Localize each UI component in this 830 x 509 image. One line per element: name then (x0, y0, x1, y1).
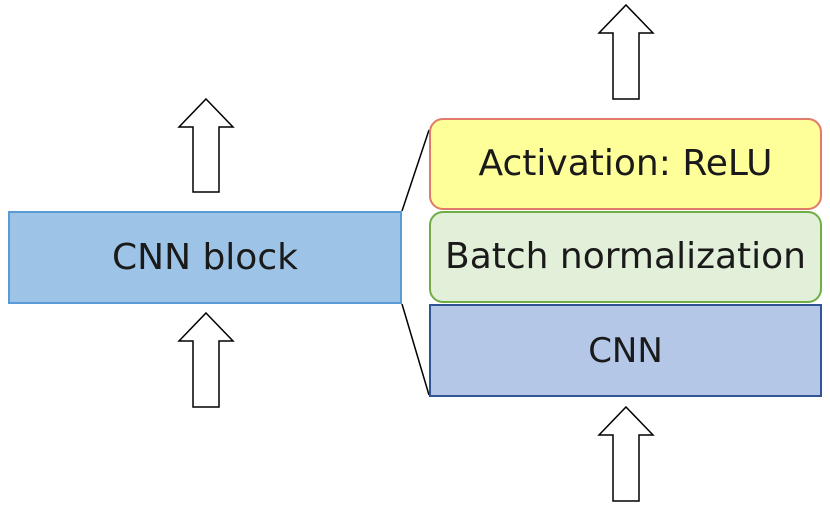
arrow-up-icon-left-output (177, 97, 235, 193)
activation-relu-layer: Activation: ReLU (429, 118, 822, 210)
cnn-layer-label: CNN (588, 330, 663, 371)
arrow-up-icon-left-input (177, 311, 235, 408)
arrow-up-icon-right-input (597, 405, 655, 502)
cnn-layer: CNN (429, 304, 822, 397)
connector-line-top (401, 129, 430, 212)
arrow-up-icon-right-output (597, 3, 655, 100)
cnn-block: CNN block (8, 211, 402, 304)
cnn-block-label: CNN block (112, 236, 298, 278)
batch-normalization-layer: Batch normalization (429, 211, 822, 303)
batchnorm-layer-label: Batch normalization (445, 236, 806, 277)
connector-line-bottom (401, 303, 430, 396)
activation-layer-label: Activation: ReLU (478, 143, 773, 184)
